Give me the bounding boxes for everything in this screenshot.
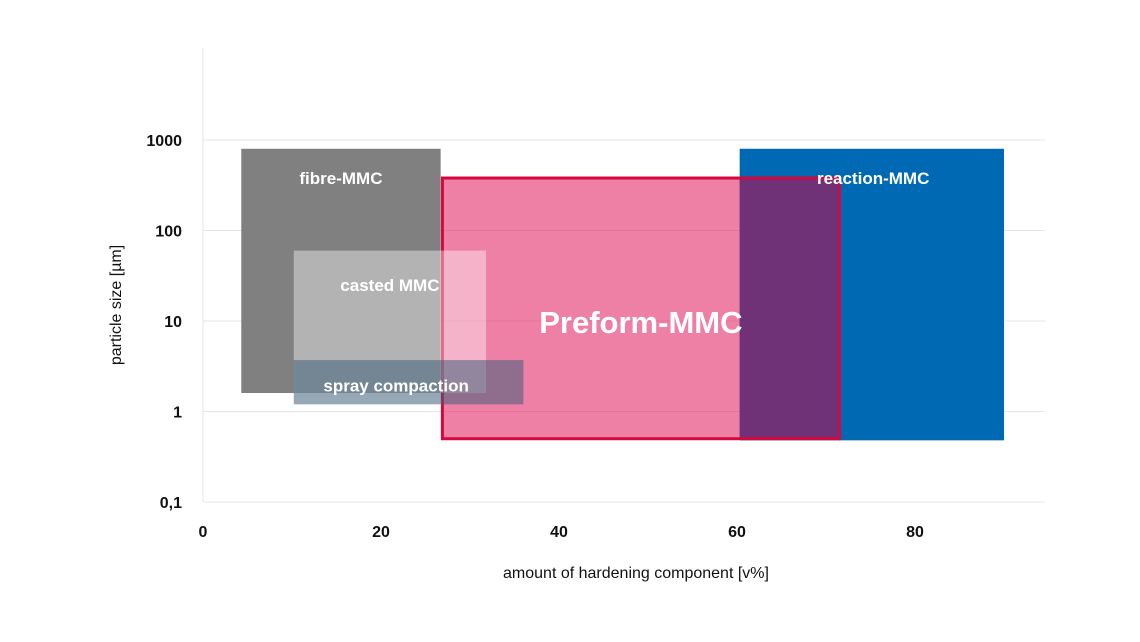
x-tick-label: 40: [550, 524, 568, 541]
spray-compaction-label: spray compaction: [323, 376, 469, 395]
y-axis-label: particle size [µm]: [108, 245, 125, 365]
x-tick-label: 60: [728, 524, 746, 541]
fibre-mmc-region: [241, 148, 441, 394]
x-tick-label: 0: [199, 524, 208, 541]
y-tick-label: 1: [173, 405, 182, 422]
y-tick-label: 100: [155, 224, 182, 241]
reaction-mmc-label: reaction-MMC: [817, 169, 929, 188]
preform-mmc-label: Preform-MMC: [539, 305, 742, 340]
y-axis-ticks: 0,1 1 10 100 1000: [146, 133, 182, 512]
x-tick-label: 80: [906, 524, 924, 541]
x-axis-label: amount of hardening component [v%]: [503, 565, 769, 582]
chart-regions: [241, 148, 1004, 441]
region-labels: fibre-MMC reaction-MMC Preform-MMC casted M…: [299, 169, 929, 395]
y-tick-label: 0,1: [160, 495, 182, 512]
y-tick-label: 1000: [146, 133, 182, 150]
x-tick-label: 20: [372, 524, 390, 541]
casted-mmc-label: casted MMC: [340, 276, 439, 295]
fibre-mmc-label: fibre-MMC: [299, 169, 382, 188]
overlap-region: [739, 178, 840, 439]
preform-mmc-border: [440, 176, 841, 441]
x-axis-ticks: 0 20 40 60 80: [199, 524, 924, 541]
y-tick-label: 10: [164, 314, 182, 331]
spray-compaction-region: [293, 360, 524, 405]
